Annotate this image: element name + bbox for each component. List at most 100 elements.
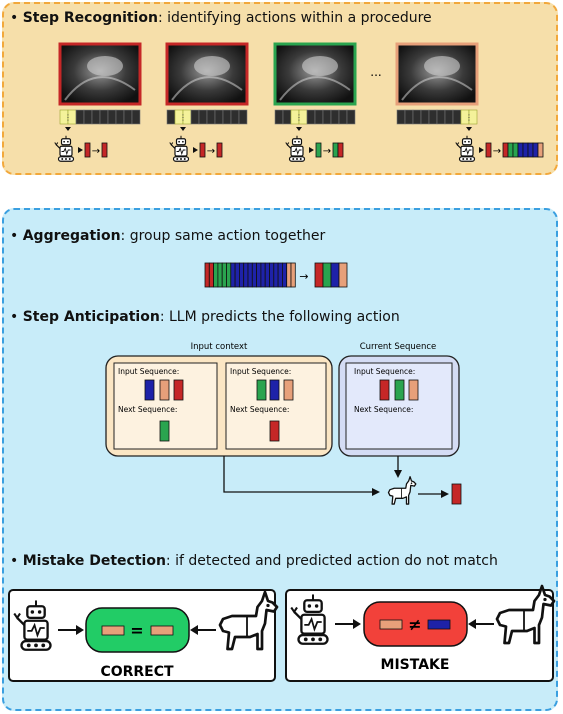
aggregated-action-block [314,262,324,288]
action-block [485,142,492,158]
raw-action-block [204,262,210,288]
raw-action-block [251,262,258,288]
next-action-block [159,420,170,442]
input-context-label: Input context [191,342,248,352]
input-action-block [269,379,280,401]
raw-action-block [238,262,245,288]
arrow-icon: → [207,146,215,157]
context-arrow-head [372,488,380,496]
action-block [84,142,91,158]
aggregation-title: Aggregation [22,228,121,244]
arrow-icon: → [299,270,308,283]
sequence-arrow-head [394,470,402,478]
correct-predicted-block [150,625,174,636]
step-recognition-title: Step Recognition [22,10,158,26]
raw-action-block [281,262,288,288]
raw-action-block [264,262,270,288]
input-sequence-label: Input Sequence: [230,367,291,376]
raw-action-block [226,262,232,288]
raw-action-block [273,262,279,288]
raw-action-block [208,262,215,288]
step-anticipation-description: : LLM predicts the following action [159,309,400,325]
correct-right-arrow-head [190,625,198,635]
clip-dots: ⋮ [465,113,473,122]
raw-action-block [213,262,219,288]
frame-detail [279,76,351,101]
raw-action-block [277,262,283,288]
mistake-detection-heading: • Mistake Detection: if detected and pre… [10,553,498,569]
arrow-icon [296,127,302,131]
step-anticipation-heading: • Step Anticipation: LLM predicts the fo… [10,309,400,325]
clip-feature-cell [131,109,141,125]
llm-output-arrow-head [441,490,449,498]
frame-highlight [194,56,230,76]
raw-action-block [290,262,296,288]
mistake-compare-pill [363,601,468,647]
clip-feature-cell [238,109,248,125]
current-sequence-inner [345,362,453,450]
frame-detail [64,76,136,101]
not-equal-sign: ≠ [408,615,421,634]
input-action-block [256,379,267,401]
mistake-label: MISTAKE [381,657,450,673]
predicted-action-block [451,483,462,505]
raw-action-block [256,262,262,288]
raw-action-block [286,262,292,288]
aggregated-block [216,142,223,158]
arrow-icon [180,127,186,131]
input-action-block [283,379,294,401]
robot-icon [169,135,190,162]
arrow-icon: → [493,146,501,157]
current-action-block [408,379,419,401]
frame-highlight [87,56,123,76]
frame-highlight [424,56,460,76]
clip-dots: ⋮ [64,113,72,122]
mistake-right-arrow-head [468,619,476,629]
raw-action-block [230,262,236,288]
frames-ellipsis: ... [370,65,381,79]
arrow-icon: → [92,146,100,157]
step-recognition-description: : identifying actions within a procedure [157,10,432,26]
next-sequence-label: Next Sequence: [230,405,289,414]
aggregated-block [537,142,544,158]
robot-icon [285,135,306,162]
frame-highlight [302,56,338,76]
current-action-block [394,379,405,401]
arrow-icon [466,127,472,131]
current-action-block [379,379,390,401]
input-action-block [159,379,170,401]
raw-action-block [217,262,223,288]
arrow-icon [309,147,314,153]
robot-icon [455,135,476,162]
step-anticipation-title: Step Anticipation [22,309,160,325]
mistake-detection-description: : if detected and predicted action do no… [165,553,498,569]
next-sequence-label: Next Sequence: [354,405,413,414]
raw-action-block [260,262,266,288]
clip-dots: ⋮ [295,113,303,122]
raw-action-block [243,262,249,288]
arrow-icon: → [323,146,331,157]
raw-action-block [234,262,240,288]
arrow-icon [479,147,484,153]
next-action-block [269,420,280,442]
input-sequence-label: Input Sequence: [354,367,415,376]
frame-detail [171,76,243,101]
clip-feature-cell [468,109,478,125]
aggregated-action-block [330,262,340,288]
arrow-icon [78,147,83,153]
action-block [315,142,322,158]
clip-feature-cell [346,109,356,125]
mistake-predicted-block [427,619,451,630]
clip-dots: ⋮ [179,113,187,122]
arrow-icon [193,147,198,153]
aggregated-action-block [338,262,348,288]
frame-detail [401,76,473,101]
aggregated-block [101,142,108,158]
aggregated-block [337,142,344,158]
correct-left-arrow-head [76,625,84,635]
raw-action-block [247,262,253,288]
input-action-block [144,379,155,401]
current-sequence-label: Current Sequence [360,342,437,352]
mistake-left-arrow-head [353,619,361,629]
